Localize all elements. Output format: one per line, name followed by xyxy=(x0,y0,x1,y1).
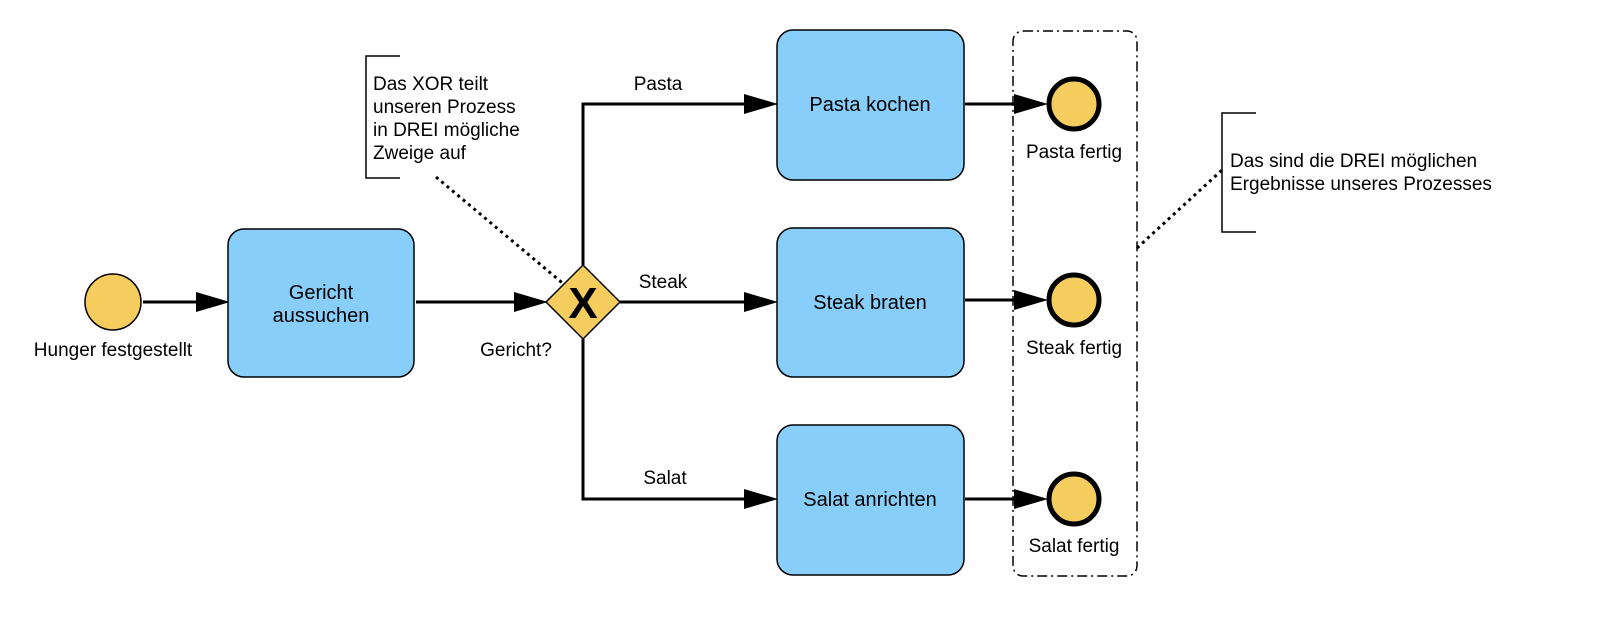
end-event-pasta[interactable] xyxy=(1046,76,1102,132)
arrowhead xyxy=(1014,94,1048,114)
task-salat-anrichten[interactable] xyxy=(776,424,965,576)
task-pasta-kochen[interactable] xyxy=(776,29,965,181)
end-event-steak-label: Steak fertig xyxy=(1026,338,1122,359)
end-event-salat-label: Salat fertig xyxy=(1029,536,1120,557)
association-xor xyxy=(435,175,567,288)
start-event-label: Hunger festgestellt xyxy=(34,340,193,361)
end-events-group xyxy=(1012,30,1138,577)
task-pasta-kochen-label: Pasta kochen xyxy=(809,94,930,116)
flow-gateway-to-pasta xyxy=(581,102,754,265)
annotation-xor-text: Das XOR teilt unseren Prozess in DREI mö… xyxy=(373,74,525,164)
arrowhead xyxy=(1014,489,1048,509)
gateway-label: Gericht? xyxy=(480,340,552,361)
task-salat-anrichten-label: Salat anrichten xyxy=(803,489,936,511)
task-steak-braten[interactable] xyxy=(776,227,965,378)
annotation-xor-bracket xyxy=(365,55,400,179)
gateway-symbol: X xyxy=(568,279,597,328)
association-results xyxy=(1135,168,1224,250)
annotation-results-bracket xyxy=(1221,112,1256,233)
arrowheads xyxy=(196,94,1048,509)
start-event[interactable] xyxy=(84,273,142,331)
end-event-salat[interactable] xyxy=(1046,471,1102,527)
branch-label-steak: Steak xyxy=(639,272,688,293)
arrowhead xyxy=(744,94,778,114)
flow-gateway-to-salat xyxy=(581,339,754,501)
arrowhead xyxy=(744,489,778,509)
branch-label-salat: Salat xyxy=(643,468,687,489)
branch-label-pasta: Pasta xyxy=(634,74,683,95)
arrowhead xyxy=(744,292,778,312)
sequence-flows xyxy=(143,102,1023,501)
end-event-steak[interactable] xyxy=(1046,272,1102,328)
arrowhead xyxy=(1014,290,1048,310)
arrowhead xyxy=(514,292,548,312)
arrowhead xyxy=(196,292,230,312)
task-steak-braten-label: Steak braten xyxy=(813,292,926,314)
annotation-results-text: Das sind die DREI möglichen Ergebnisse u… xyxy=(1230,151,1492,195)
task-gericht-aussuchen[interactable] xyxy=(227,228,415,378)
xor-gateway[interactable] xyxy=(544,263,622,341)
end-event-pasta-label: Pasta fertig xyxy=(1026,142,1122,163)
